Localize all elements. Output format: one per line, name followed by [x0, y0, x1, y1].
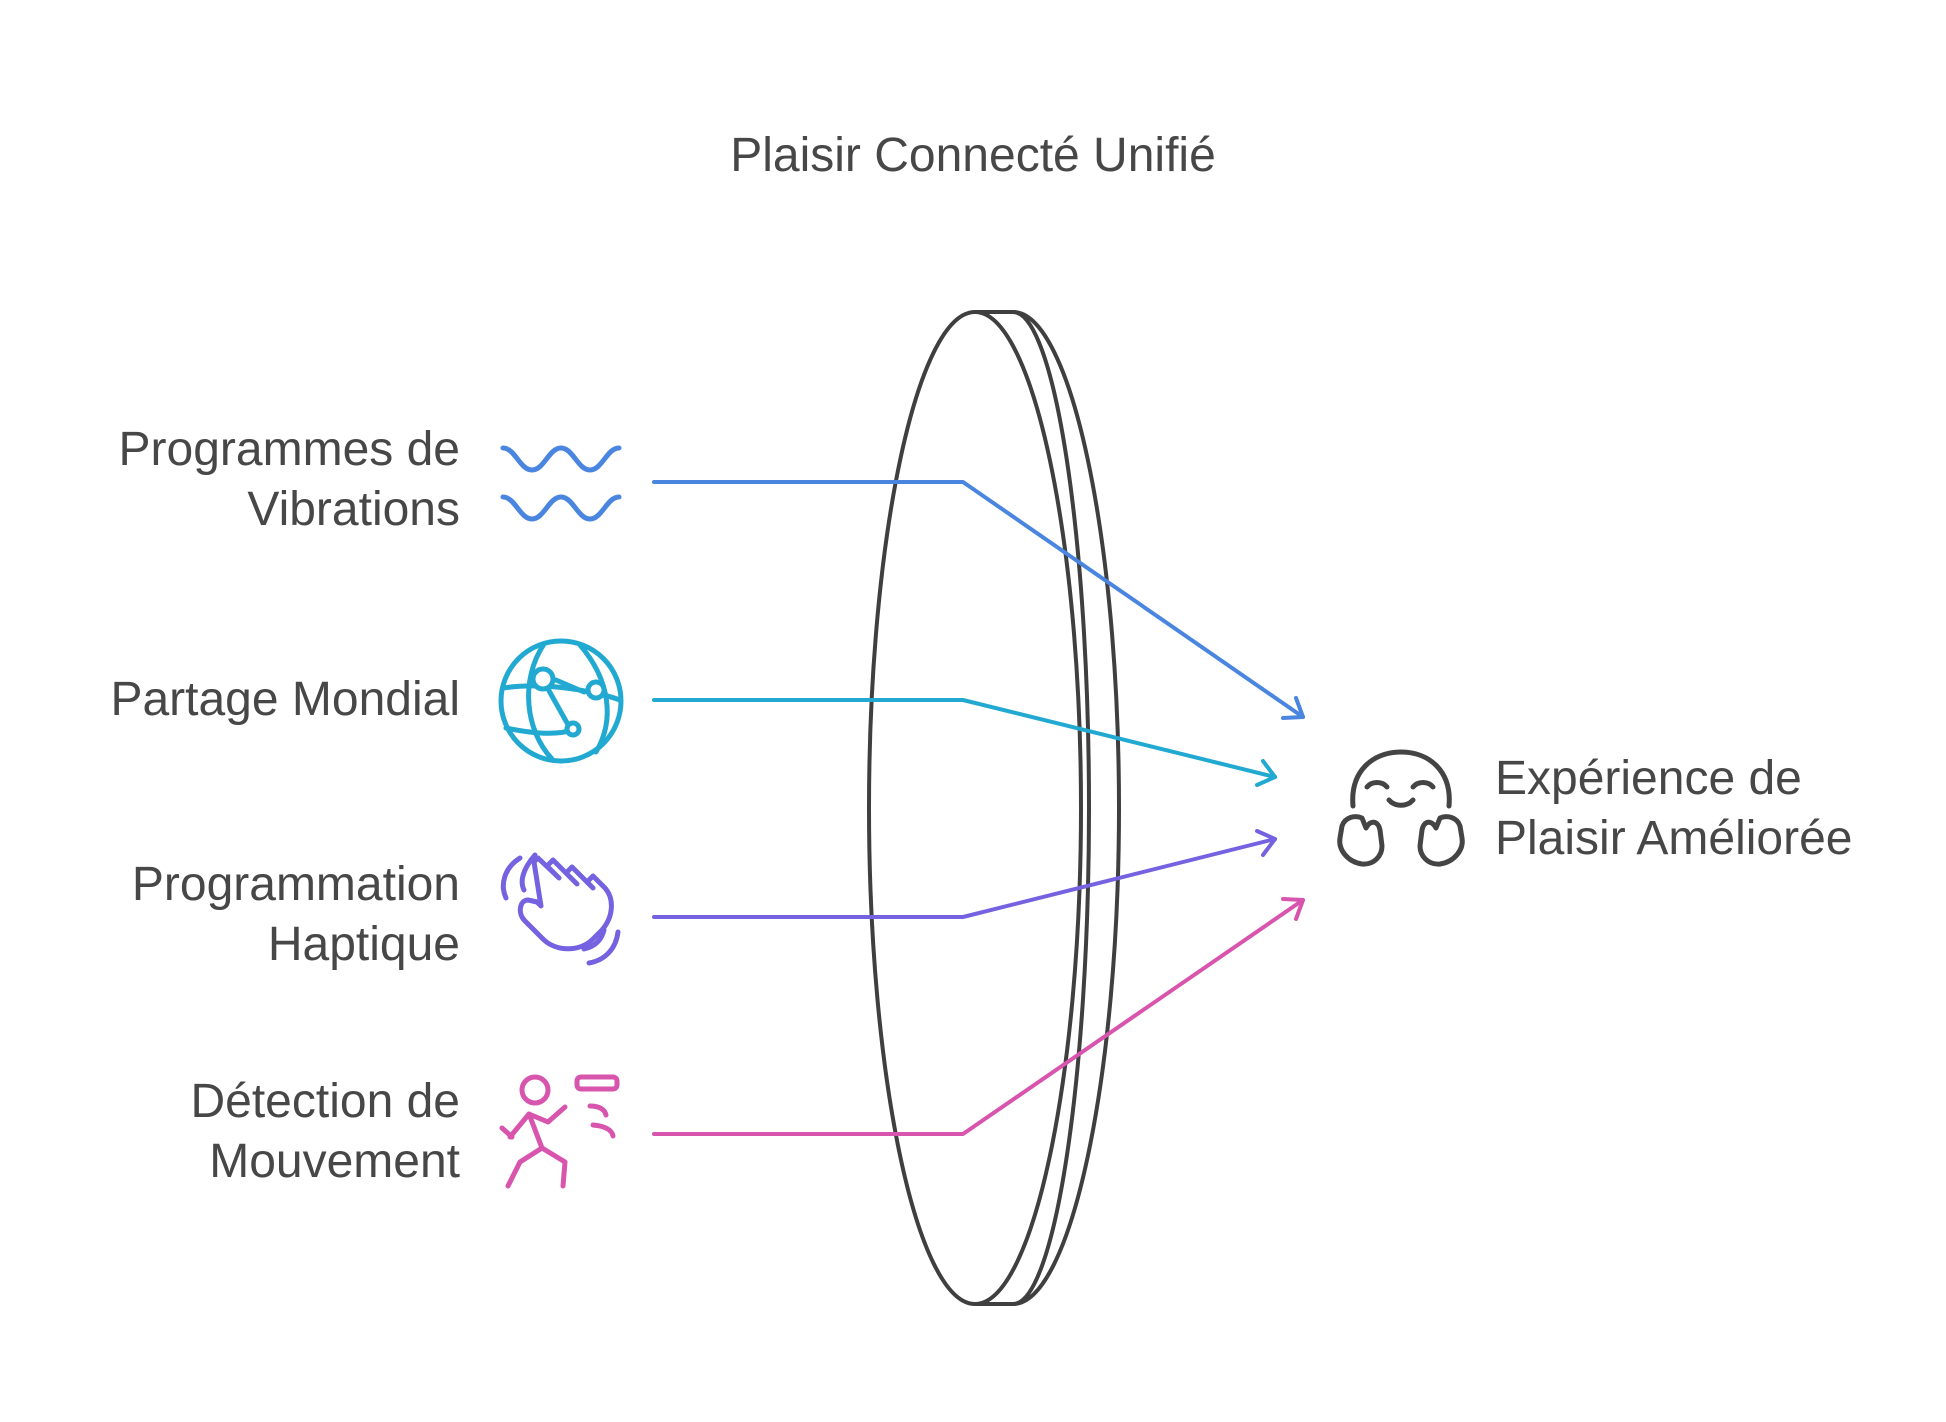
lens-shape	[866, 310, 1122, 1306]
waving-hand-icon	[500, 852, 621, 966]
diagram-title: Plaisir Connecté Unifié	[730, 129, 1216, 182]
waves-icon	[500, 445, 622, 522]
output-label: Expérience de Plaisir Améliorée	[1495, 752, 1853, 865]
motion-sensor-icon	[499, 1074, 620, 1189]
connector-mouvement	[652, 897, 1305, 1136]
connector-vibrations	[652, 480, 1305, 720]
connector-partage	[652, 698, 1277, 787]
input-label-mouvement: Détection de Mouvement	[190, 1075, 460, 1188]
globe-network-icon	[498, 638, 624, 764]
input-label-vibrations: Programmes de Vibrations	[118, 423, 460, 536]
happy-face-icon	[1337, 749, 1465, 867]
connector-haptique	[652, 829, 1277, 919]
input-label-partage: Partage Mondial	[110, 673, 460, 726]
input-label-haptique: Programmation Haptique	[131, 858, 460, 971]
